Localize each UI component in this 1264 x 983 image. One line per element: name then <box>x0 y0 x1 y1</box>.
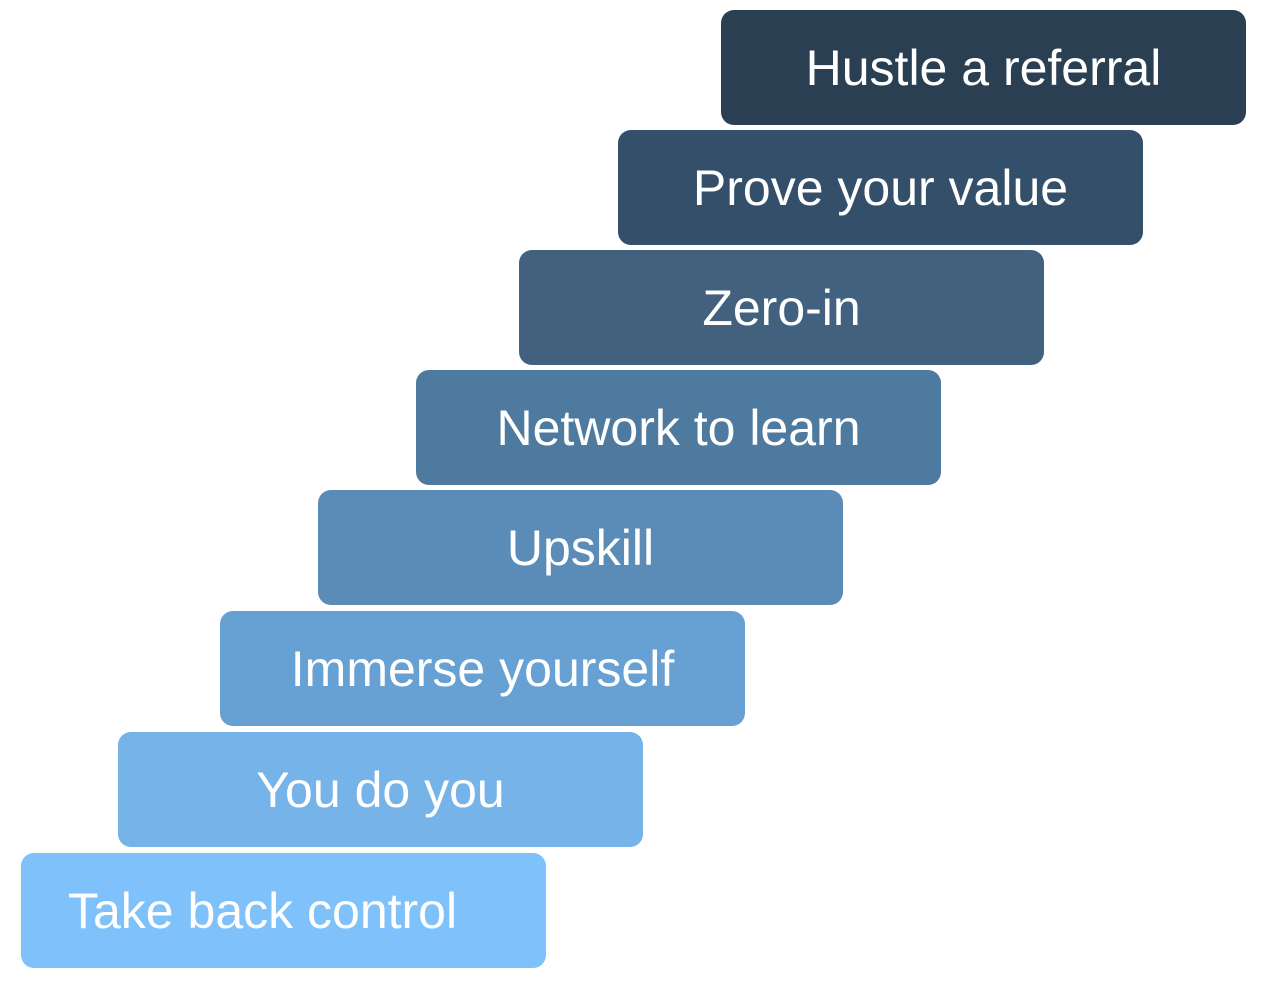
step-immerse-yourself: Immerse yourself <box>220 611 745 726</box>
step-label: Immerse yourself <box>290 640 675 697</box>
step-label: Network to learn <box>496 399 861 456</box>
step-label: Hustle a referral <box>805 39 1162 96</box>
step-network-to-learn: Network to learn <box>416 370 941 485</box>
step-label: You do you <box>256 761 505 818</box>
step-take-back-control: Take back control <box>21 853 546 968</box>
step-label: Upskill <box>506 519 655 576</box>
step-label: Prove your value <box>692 159 1069 216</box>
step-label: Take back control <box>68 882 458 939</box>
step-upskill: Upskill <box>318 490 843 605</box>
step-you-do-you: You do you <box>118 732 643 847</box>
step-hustle-a-referral: Hustle a referral <box>721 10 1246 125</box>
step-label: Zero-in <box>702 279 861 336</box>
step-prove-your-value: Prove your value <box>618 130 1143 245</box>
step-zero-in: Zero-in <box>519 250 1044 365</box>
